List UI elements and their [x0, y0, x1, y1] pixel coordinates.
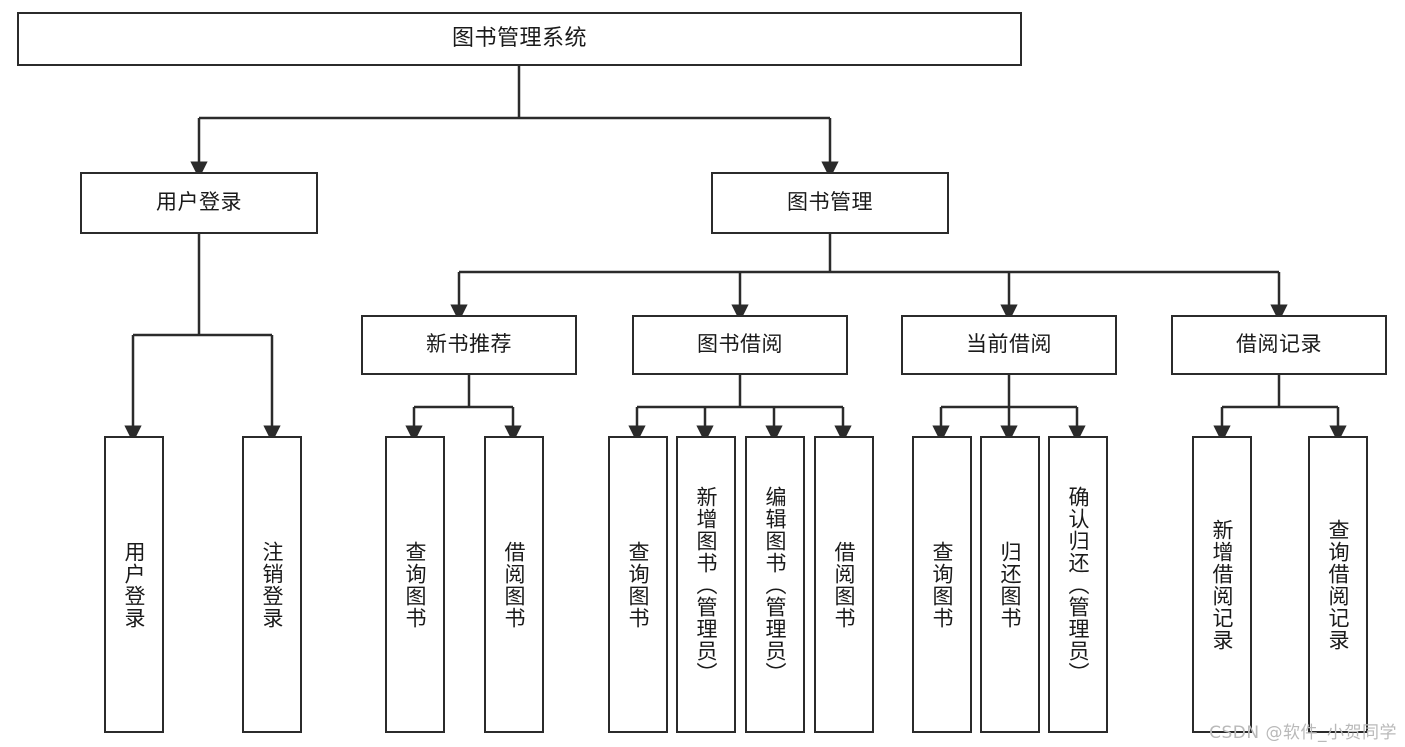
leaf-borrow-record-2[interactable]: 查询借阅记录	[1308, 436, 1368, 733]
leaf-current-borrow-3[interactable]: 确认归还（管理员）	[1048, 436, 1108, 733]
leaf-current-borrow-1[interactable]: 查询图书	[912, 436, 972, 733]
leaf-new-book-1-label: 查询图书	[403, 540, 428, 629]
node-current-borrow-label: 当前借阅	[966, 332, 1052, 357]
watermark: CSDN @软件_小贺同学	[1209, 723, 1397, 743]
node-new-book-recommend-label: 新书推荐	[426, 332, 512, 357]
leaf-book-borrow-2-label: 新增图书（管理员）	[694, 485, 719, 684]
node-new-book-recommend[interactable]: 新书推荐	[361, 315, 577, 375]
leaf-book-borrow-3-label: 编辑图书（管理员）	[763, 485, 788, 684]
leaf-borrow-record-1-label: 新增借阅记录	[1210, 518, 1235, 651]
leaf-book-borrow-4-label: 借阅图书	[832, 540, 857, 629]
leaf-book-borrow-1[interactable]: 查询图书	[608, 436, 668, 733]
node-current-borrow[interactable]: 当前借阅	[901, 315, 1117, 375]
leaf-new-book-1[interactable]: 查询图书	[385, 436, 445, 733]
leaf-user-login-2-label: 注销登录	[260, 540, 285, 629]
leaf-new-book-2-label: 借阅图书	[502, 540, 527, 629]
leaf-book-borrow-2[interactable]: 新增图书（管理员）	[676, 436, 736, 733]
node-user-login-label: 用户登录	[156, 190, 242, 215]
leaf-book-borrow-4[interactable]: 借阅图书	[814, 436, 874, 733]
leaf-user-login-1[interactable]: 用户登录	[104, 436, 164, 733]
leaf-new-book-2[interactable]: 借阅图书	[484, 436, 544, 733]
node-root-label: 图书管理系统	[451, 25, 587, 51]
node-book-manage[interactable]: 图书管理	[711, 172, 949, 234]
leaf-current-borrow-2[interactable]: 归还图书	[980, 436, 1040, 733]
leaf-borrow-record-2-label: 查询借阅记录	[1326, 518, 1351, 651]
leaf-book-borrow-3[interactable]: 编辑图书（管理员）	[745, 436, 805, 733]
node-borrow-record-label: 借阅记录	[1236, 332, 1322, 357]
node-book-borrow-label: 图书借阅	[697, 332, 783, 357]
node-book-manage-label: 图书管理	[787, 190, 873, 215]
leaf-borrow-record-1[interactable]: 新增借阅记录	[1192, 436, 1252, 733]
leaf-current-borrow-1-label: 查询图书	[930, 540, 955, 629]
leaf-user-login-2[interactable]: 注销登录	[242, 436, 302, 733]
node-user-login[interactable]: 用户登录	[80, 172, 318, 234]
leaf-book-borrow-1-label: 查询图书	[626, 540, 651, 629]
node-root[interactable]: 图书管理系统	[17, 12, 1022, 66]
node-borrow-record[interactable]: 借阅记录	[1171, 315, 1387, 375]
leaf-current-borrow-2-label: 归还图书	[998, 540, 1023, 629]
leaf-current-borrow-3-label: 确认归还（管理员）	[1066, 485, 1091, 684]
leaf-user-login-1-label: 用户登录	[122, 540, 147, 629]
node-book-borrow[interactable]: 图书借阅	[632, 315, 848, 375]
